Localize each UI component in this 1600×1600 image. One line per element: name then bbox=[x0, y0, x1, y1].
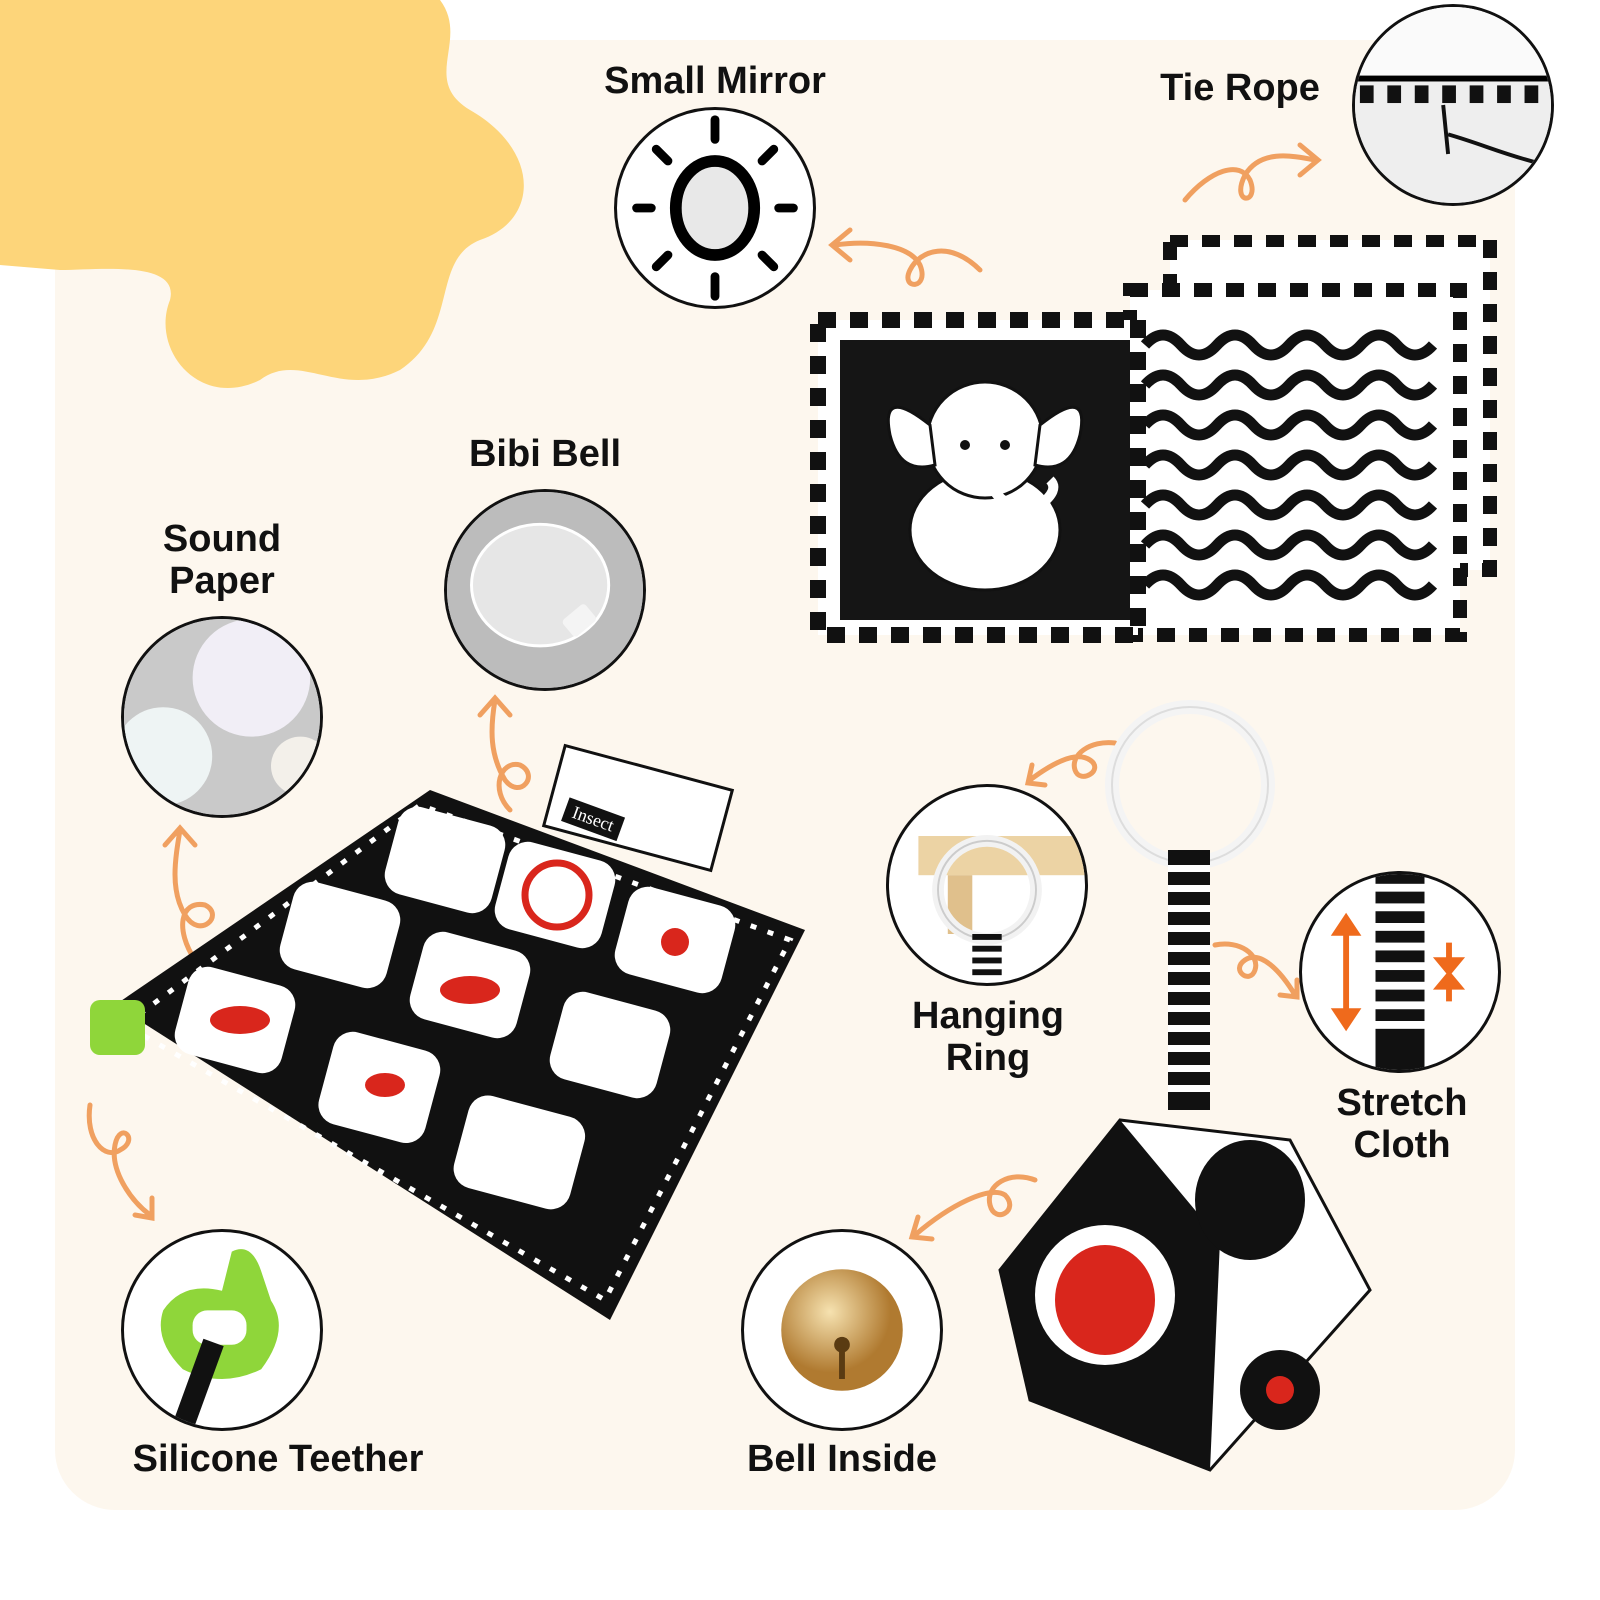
label-small-mirror: Small Mirror bbox=[604, 60, 826, 102]
label-tie-rope: Tie Rope bbox=[1160, 67, 1320, 109]
arrow-to-small-mirror bbox=[828, 227, 983, 287]
label-line: Ring bbox=[945, 1037, 1031, 1079]
label-silicone-teether: Silicone Teether bbox=[132, 1438, 424, 1480]
insect-tab-label: Insect bbox=[561, 797, 626, 842]
silicone-teether-image bbox=[121, 1229, 323, 1431]
label-line: Sound bbox=[162, 518, 282, 560]
activity-mat: Insect bbox=[30, 743, 820, 1330]
tie-rope-image bbox=[1352, 4, 1554, 206]
hanging-ring-image bbox=[886, 784, 1088, 986]
label-line: Paper bbox=[169, 560, 275, 602]
arrow-to-sound-paper bbox=[162, 824, 215, 963]
label-hanging-ring: Hanging Ring bbox=[912, 995, 1064, 1079]
hanging-cube-toy bbox=[998, 700, 1372, 1472]
label-bibi-bell: Bibi Bell bbox=[468, 433, 622, 475]
arrow-to-hanging-ring bbox=[1024, 740, 1118, 788]
label-bell-inside: Bell Inside bbox=[746, 1438, 938, 1480]
label-line: Hanging bbox=[912, 995, 1064, 1037]
sound-paper-image bbox=[121, 616, 323, 818]
label-sound-paper: Sound Paper bbox=[163, 518, 281, 602]
stretch-cloth-image bbox=[1299, 871, 1501, 1073]
arrow-to-silicone-teether bbox=[86, 1102, 155, 1221]
arrow-to-tie-rope bbox=[1182, 142, 1322, 203]
small-mirror-image bbox=[614, 107, 816, 309]
label-line: Cloth bbox=[1353, 1124, 1451, 1166]
bell-inside-image bbox=[741, 1229, 943, 1431]
activity-mat-graphic bbox=[90, 790, 805, 1320]
label-stretch-cloth: Stretch Cloth bbox=[1337, 1082, 1468, 1166]
arrow-to-bibi-bell bbox=[477, 694, 531, 813]
yellow-splash-decoration bbox=[0, 0, 524, 389]
cloth-book-image bbox=[810, 235, 1497, 643]
arrow-to-stretch-cloth bbox=[1212, 941, 1300, 1000]
arrow-to-bell-inside bbox=[908, 1174, 1038, 1242]
label-line: Stretch bbox=[1336, 1082, 1468, 1124]
bibi-bell-image bbox=[444, 489, 646, 691]
